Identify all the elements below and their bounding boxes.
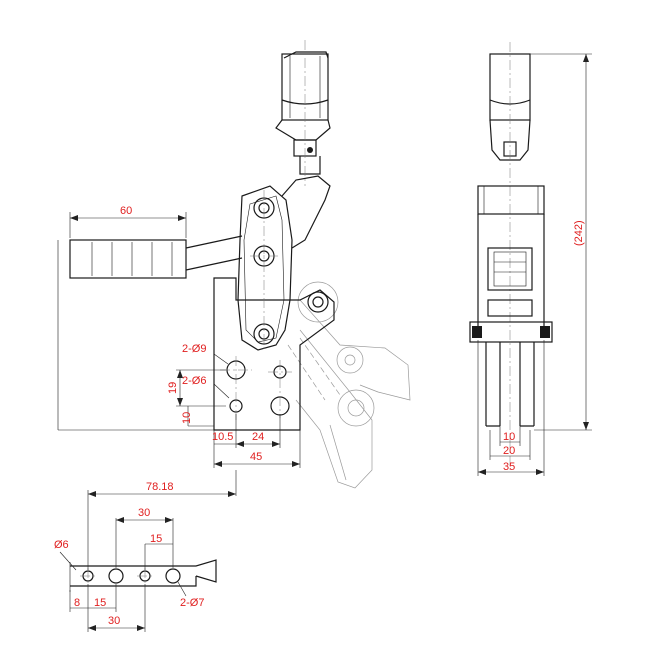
dim-hole-pitch-24: 24	[252, 431, 264, 443]
callout-2-d9: 2-Ø9	[182, 343, 206, 355]
dim-end-offset: 8	[74, 597, 80, 609]
mounting-holes	[220, 356, 292, 420]
phantom-open-position	[287, 281, 411, 489]
clamp-handle	[69, 235, 243, 279]
callout-2-d7: 2-Ø7	[180, 597, 204, 609]
arm-detail: 78.18 30 15 Ø6 8 15 30 2-Ø7	[54, 470, 237, 632]
dim-offset-10-5: 10.5	[212, 431, 233, 443]
dim-pitch-outer: 30	[138, 507, 150, 519]
dim-overall-height: (242)	[573, 220, 585, 246]
dim-reach: 78.18	[146, 481, 174, 493]
front-view: 60 2-Ø9 2-Ø6 19 10 10.5 24 45	[57, 40, 411, 489]
dim-base-width-45: 45	[250, 451, 262, 463]
base-plate	[213, 277, 335, 431]
side-view: (242) 10 20 35	[469, 42, 592, 476]
dim-vertical-10: 10	[181, 412, 193, 424]
pivot-pins	[250, 190, 329, 350]
dim-handle-length: 60	[120, 205, 132, 217]
dim-arm-width: 20	[503, 445, 515, 457]
callout-end-hole: Ø6	[54, 539, 69, 551]
dim-pitch-inner: 15	[150, 533, 162, 545]
dim-first-pitch: 15	[94, 597, 106, 609]
callout-2-d6: 2-Ø6	[182, 375, 206, 387]
dim-vertical-19: 19	[167, 382, 179, 394]
dim-bottom-pitch: 30	[108, 615, 120, 627]
dim-slot-width: 10	[503, 431, 515, 443]
dim-overall-width: 35	[503, 461, 515, 473]
lever-link	[237, 175, 331, 351]
clamp-spindle	[275, 40, 331, 186]
